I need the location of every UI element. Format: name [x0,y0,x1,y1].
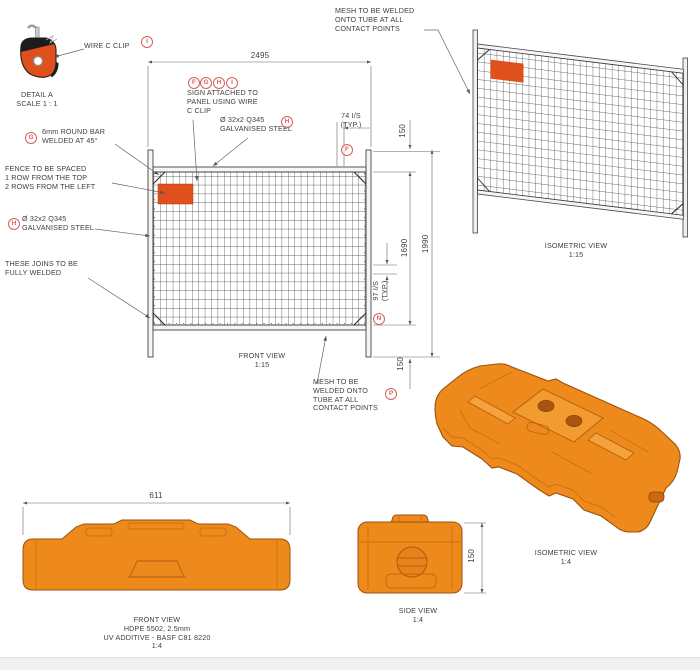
dim-1990: 1990 [421,234,431,254]
tube-note-left: Ø 32x2 Q345 GALVANISED STEEL [22,214,95,232]
dim-1690: 1690 [400,238,410,258]
callout-h: H [213,77,225,89]
mesh-pitch-h-label: 74 I/S (TYP.) [340,111,362,129]
callout-p: P [385,388,397,400]
front-fence-drawing [147,149,372,358]
callout-h-left: H [8,218,20,230]
mesh-pitch-v-label: 97 I/S (TYP.) [371,280,389,302]
tube-note-top: Ø 32x2 Q345 GALVANISED STEEL [220,115,293,133]
callout-f-pitch: F [341,144,353,156]
base-side-dimensions [464,522,486,594]
dim-611: 611 [149,491,163,500]
base-side-view-label: SIDE VIEW 1:4 [398,606,438,624]
wire-c-clip-detail [20,24,85,78]
sign-note: SIGN ATTACHED TO PANEL USING WIRE C CLIP [187,88,258,115]
iso-fence-view-label: ISOMETRIC VIEW 1:15 [544,241,608,259]
round-bar-note: 6mm ROUND BAR WELDED AT 45° [42,127,106,145]
fence-dimensions [147,60,440,389]
iso-fence-sign-panel [490,59,524,83]
iso-fence-drawing [424,29,688,238]
dim-2495: 2495 [250,51,270,60]
base-iso-drawing [434,363,681,533]
fence-leaders [87,119,327,385]
base-iso-view-label: ISOMETRIC VIEW 1:4 [534,548,598,566]
callout-i-detail: I [141,36,153,48]
callout-i: I [226,77,238,89]
callout-f: F [188,77,200,89]
callout-g: G [200,77,212,89]
dim-150-side: 150 [467,548,477,563]
welded-joins-note: THESE JOINS TO BE FULLY WELDED [5,259,78,277]
detail-a-title: DETAIL A SCALE 1 : 1 [16,90,58,108]
sign-position-note: FENCE TO BE SPACED 1 ROW FROM THE TOP 2 … [5,164,96,191]
mesh-weld-note-top: MESH TO BE WELDED ONTO TUBE AT ALL CONTA… [335,6,415,33]
base-front-dimensions [22,501,291,535]
dim-150-top: 150 [398,123,408,138]
mesh-weld-note-bottom: MESH TO BE WELDED ONTO TUBE AT ALL CONTA… [313,377,378,413]
callout-g-roundbar: G [25,132,37,144]
front-fence-view-label: FRONT VIEW 1:15 [238,351,286,369]
dim-150-bottom: 150 [396,356,406,371]
fence-sign-panel [157,183,194,205]
window-bottom-strip [0,657,700,670]
base-side-drawing [357,514,463,594]
wire-c-clip-label: WIRE C CLIP [84,41,130,50]
callout-h-top: H [281,116,293,128]
base-front-drawing [22,519,291,591]
base-front-view-label: FRONT VIEW HDPE 5502, 2.5mm UV ADDITIVE … [103,615,211,651]
callout-n: N [373,313,385,325]
